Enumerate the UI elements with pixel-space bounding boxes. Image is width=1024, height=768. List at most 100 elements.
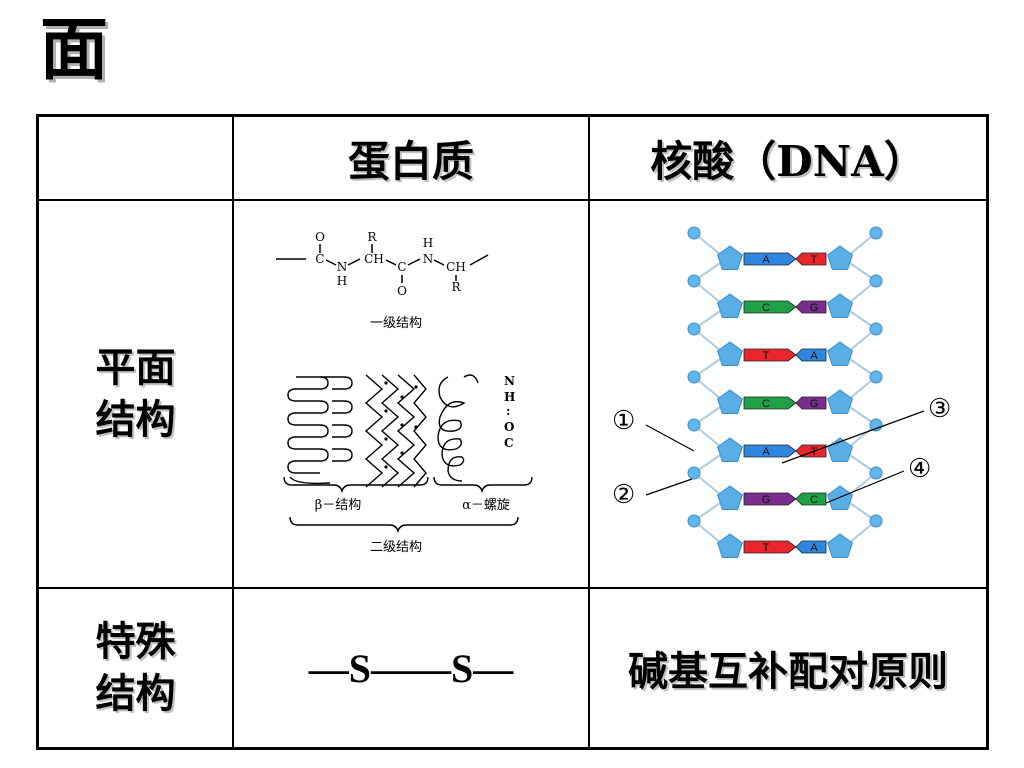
beta-structure-label: β－结构 [315,498,362,513]
leader-line-3 [781,410,925,464]
leader-line-2 [645,478,693,496]
table-row-planar-structure: 平面 结构 O C N H R CH C [36,199,989,589]
row-label-line: 特殊 [95,618,176,665]
base-G [743,492,797,506]
beta-sheet-middle [364,374,427,488]
primary-structure-caption: 一级结构 [370,316,422,331]
base-letter: G [762,494,771,506]
marker-2: ② [612,480,635,510]
phosphate-left [687,274,701,288]
base-letter: T [811,254,818,266]
table-header-row: 蛋白质 核酸（DNA） [36,114,989,201]
sugar-right [827,341,853,366]
marker-3: ③ [928,394,951,424]
alpha-helix-label: α－螺旋 [462,498,510,513]
phosphate-left [687,226,701,240]
base-pairing-rule-text: 碱基互补配对原则 [588,587,989,750]
sugar-right [827,293,853,318]
beta-bracket [283,476,429,494]
alpha-helix [437,374,479,482]
sugar-left [717,389,743,414]
base-letter: C [762,398,770,410]
bond-letter: O [504,420,514,434]
atom-label: C [315,252,324,266]
sugar-right [827,389,853,414]
phosphate-right [869,274,883,288]
comparison-table: 蛋白质 核酸（DNA） 平面 结构 O C N H R [36,114,989,750]
base-C [743,300,797,314]
atom-label: O [397,284,407,298]
atom-label: H [337,274,347,288]
primary-structure-formula: O C N H R CH C O H N [276,230,489,298]
dna-markers: ① ② ③ ④ [612,394,951,510]
base-A [743,444,797,458]
sugar-left [717,437,743,462]
row-label-line: 结构 [95,670,176,717]
atom-label: O [315,230,325,244]
leader-line-4 [825,470,905,504]
header-dna: 核酸（DNA） [588,114,989,201]
row-label-line: 平面 [95,344,176,391]
bond-letter: C [504,436,514,450]
phosphate-right [869,514,883,528]
base-letter: C [810,494,818,506]
hydrogen-bond-label: N H : O C [504,374,515,450]
atom-label: R [367,230,377,244]
phosphate-right [869,466,883,480]
atom-label: H [423,236,433,250]
base-letter: C [762,302,770,314]
marker-leader-lines [645,410,925,504]
beta-sheet-dots [384,381,418,469]
atom-label: C [397,260,406,274]
sugar-left [717,341,743,366]
base-C [743,396,797,410]
phosphate-right [869,226,883,240]
leader-line-1 [645,424,695,452]
atom-label: N [337,260,348,274]
base-letter: T [763,542,770,554]
base-A [795,540,827,554]
beta-sheet-left [287,376,353,485]
base-T [743,540,797,554]
row-label-special: 特殊 结构 [36,587,234,750]
header-empty-cell [36,114,234,201]
base-letter: G [810,302,819,314]
phosphate-right [869,322,883,336]
base-A [743,252,797,266]
phosphate-left [687,514,701,528]
dna-backbone [687,226,883,558]
alpha-bracket [433,476,533,494]
sugar-right [827,533,853,558]
bond-letter: : [506,404,510,418]
base-letter: A [762,254,770,266]
sugar-left [717,533,743,558]
base-letter: T [811,446,818,458]
slide-title: 面 [40,10,109,90]
phosphate-right [869,370,883,384]
marker-4: ④ [908,454,931,484]
base-T [743,348,797,362]
atom-label: R [451,280,461,294]
base-letter: A [810,542,818,554]
marker-1: ① [612,406,635,436]
base-G [795,300,827,314]
phosphate-left [687,418,701,432]
sugar-left [717,245,743,270]
protein-structure-diagram: O C N H R CH C O H N [276,230,533,555]
row-label-planar: 平面 结构 [36,199,234,589]
phosphate-left [687,322,701,336]
row-label-line: 结构 [95,396,176,443]
sugar-left [717,485,743,510]
bond-letter: N [504,374,515,388]
base-G [795,396,827,410]
secondary-bracket [289,516,519,534]
disulfide-bond-text: —S——S— [232,587,590,750]
sugar-right [827,245,853,270]
atom-label: N [423,252,434,266]
atom-label: CH [364,252,384,266]
header-protein: 蛋白质 [232,114,590,201]
secondary-structure-caption: 二级结构 [370,540,422,555]
atom-label: CH [446,260,466,274]
base-T [795,252,827,266]
